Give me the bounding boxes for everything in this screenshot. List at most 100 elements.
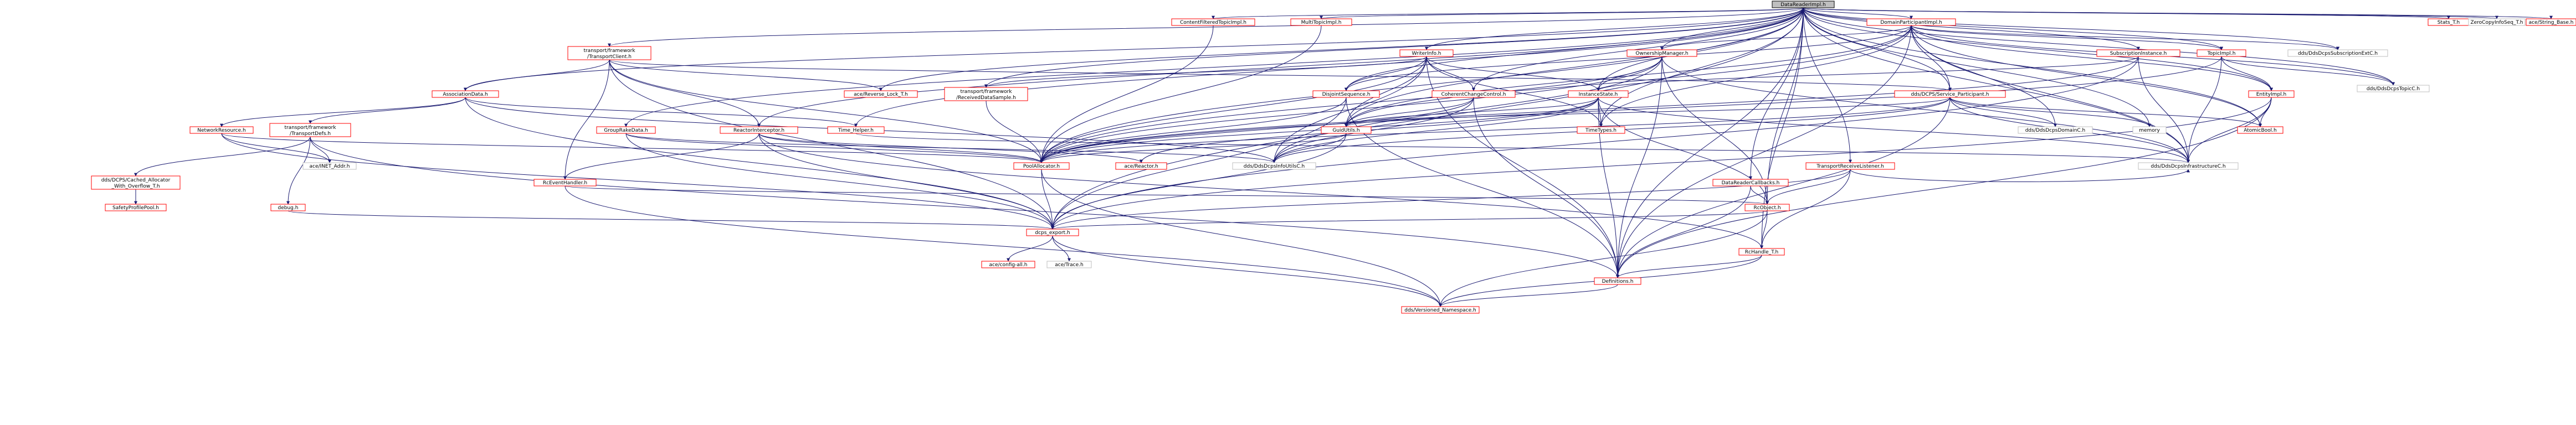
include-node[interactable]: memory [2132, 126, 2167, 134]
dependency-edge [1272, 56, 1662, 163]
dependency-edge [1760, 210, 1768, 249]
node-box [944, 87, 1028, 101]
dependency-edge [1803, 7, 1952, 91]
include-node[interactable]: DataReaderCallbacks.h [1712, 179, 1789, 186]
dependency-edge [609, 59, 1043, 163]
include-node[interactable]: Definitions.h [1594, 277, 1641, 285]
include-node[interactable]: Time_Helper.h [827, 126, 885, 134]
dependency-edge [1345, 7, 1804, 127]
include-node[interactable]: DisjointSequence.h [1312, 90, 1380, 98]
include-node[interactable]: CoherentChangeControl.h [1431, 90, 1516, 98]
dependency-edge [465, 97, 858, 127]
include-node[interactable]: PoolAllocator.h [1013, 162, 1070, 170]
include-node[interactable]: GuidUtils.h [1321, 126, 1372, 134]
dependency-edge [1040, 56, 1427, 163]
include-node[interactable]: dds/DdsDcpsInfrastructureC.h [2138, 162, 2239, 170]
node-box [189, 126, 254, 134]
include-node[interactable]: ace/Reactor.h [1115, 162, 1167, 170]
include-node[interactable]: transport/framework/TransportClient.h [567, 46, 651, 60]
node-label: dds/DdsDcpsInfrastructureC.h [2151, 164, 2225, 169]
include-node[interactable]: DomainParticipantImpl.h [1866, 18, 1956, 26]
node-label: Subscriptionlnstance.h [2110, 51, 2167, 56]
node-label: dds/DdsDcpsInfoUtilsC.h [1244, 164, 1305, 169]
include-node[interactable]: transport/framework/ReceivedDataSample.h [944, 87, 1028, 101]
node-box [1431, 90, 1516, 98]
include-node[interactable]: RcObject.h [1744, 204, 1790, 211]
dependency-edge [464, 7, 1804, 91]
include-node[interactable]: EntityImpl.h [2248, 90, 2295, 98]
include-node[interactable]: GroupRakeData.h [596, 126, 656, 134]
include-node[interactable]: RcEventHandler.h [533, 179, 597, 186]
dependency-edge [565, 185, 1442, 307]
dependency-edge [1911, 25, 2223, 50]
node-label: Definitions.h [1602, 279, 1634, 284]
dependency-edge [1007, 235, 1053, 262]
node-box [2018, 126, 2093, 134]
include-node[interactable]: ace/INET_Addr.h [302, 162, 357, 170]
dependency-edge [625, 133, 1043, 163]
node-label: ContentFilteredTopicImpl.h [1180, 20, 1246, 25]
dependency-edge [609, 59, 761, 127]
node-label: TransportReceiveListener.h [1816, 164, 1884, 169]
include-node[interactable]: ReactorInterceptor.h [720, 126, 798, 134]
include-node[interactable]: dds/DdsDcpsTopicC.h [2357, 85, 2430, 92]
dependency-edge [1616, 56, 1662, 278]
include-node[interactable]: ace/Trace.h [1046, 261, 1092, 268]
node-box [1171, 18, 1255, 26]
node-label-line2: /TransportClient.h [587, 54, 632, 60]
include-node[interactable]: MultiTopicImpl.h [1290, 18, 1352, 26]
include-node[interactable]: ContentFilteredTopicImpl.h [1171, 18, 1255, 26]
node-label: ace/Reverse_Lock_T.h [854, 92, 908, 97]
node-label: ZeroCopyInfoSeq_T.h [2470, 20, 2523, 25]
dependency-edge [1766, 169, 1851, 205]
dependency-edge [1040, 25, 1322, 163]
include-node[interactable]: transport/framework/TransportDefs.h [269, 123, 351, 137]
node-label: dds/DdsDcpsSubscriptionExtC.h [2298, 51, 2378, 56]
include-node[interactable]: dds/DdsDcpsDomainC.h [2018, 126, 2093, 134]
node-label: InstanceState.h [1579, 92, 1618, 97]
include-node[interactable]: InstanceState.h [1568, 90, 1629, 98]
include-node[interactable]: ace/config-all.h [981, 261, 1035, 268]
dependency-edge [565, 185, 1769, 205]
dependency-edge [1320, 7, 1804, 19]
include-node[interactable]: ace/String_Base.h [2526, 18, 2576, 26]
include-node[interactable]: TopicImpl.h [2197, 49, 2246, 57]
dependency-edge [221, 133, 331, 163]
node-box [1568, 90, 1629, 98]
include-node[interactable]: debug.h [270, 204, 306, 211]
include-node[interactable]: ZeroCopyInfoSeq_T.h [2468, 18, 2526, 26]
include-node[interactable]: OwnershipManager.h [1626, 49, 1697, 57]
root-node: DataReaderImpl.h [1772, 1, 1835, 8]
include-node[interactable]: dds/DdsDcpsInfoUtilsC.h [1232, 162, 1316, 170]
include-node[interactable]: TimeTypes.h [1577, 126, 1625, 134]
include-node[interactable]: ace/Reverse_Lock_T.h [844, 90, 918, 98]
include-node[interactable]: dds/DdsDcpsSubscriptionExtC.h [2287, 49, 2388, 57]
dependency-edge [1803, 7, 2339, 50]
node-box [2248, 90, 2295, 98]
include-node[interactable]: dcps_export.h [1026, 229, 1079, 236]
dependency-edge [220, 97, 466, 127]
dependency-edge [1051, 97, 2272, 230]
include-node[interactable]: dds/DCPS/Cached_Allocator_With_Overflow_… [91, 175, 181, 190]
include-node[interactable]: dds/DCPS/Service_Participant.h [1894, 90, 2006, 98]
node-label: ace/Reactor.h [1124, 164, 1158, 169]
include-node[interactable]: AtomicBool.h [2237, 126, 2283, 134]
include-node[interactable]: Stats_T.h [2428, 18, 2470, 26]
node-box [2357, 85, 2430, 92]
include-node[interactable]: dds/Versioned_Namespace.h [1401, 306, 1480, 314]
include-node[interactable]: SafetyProfilePool.h [105, 204, 167, 211]
dependency-edge [1803, 7, 2273, 91]
node-box [1772, 1, 1835, 8]
include-node[interactable]: AssociationData.h [432, 90, 499, 98]
include-node[interactable]: RcHandle_T.h [1738, 248, 1785, 256]
node-box [269, 123, 351, 137]
include-node[interactable]: TransportReceiveListener.h [1805, 162, 1895, 170]
include-node[interactable]: Subscriptionlnstance.h [2096, 49, 2180, 57]
include-node[interactable]: NetworkResource.h [189, 126, 254, 134]
node-label: dds/DCPS/Service_Participant.h [1911, 92, 1989, 97]
dependency-edge [1803, 7, 2223, 50]
node-box [1312, 90, 1380, 98]
node-label: RcHandle_T.h [1745, 250, 1778, 255]
include-node[interactable]: WriterInfo.h [1399, 49, 1454, 57]
dependency-edge [1345, 97, 1951, 127]
